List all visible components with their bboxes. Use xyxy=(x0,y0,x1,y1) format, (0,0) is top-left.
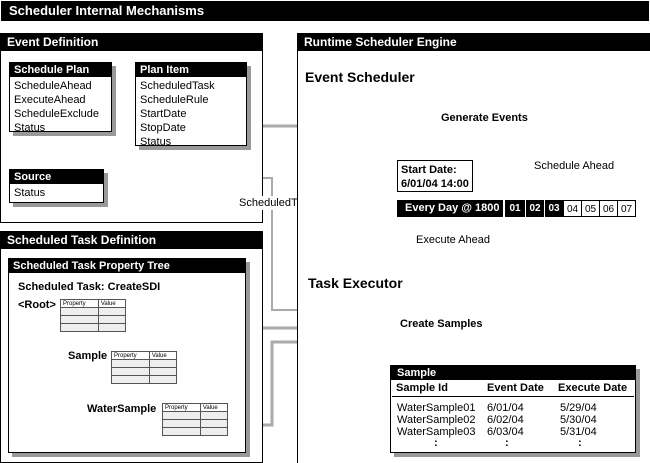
property-col: Property xyxy=(61,300,99,308)
column-header-sample-id: Sample Id xyxy=(396,381,448,395)
column-header-event-date: Event Date xyxy=(487,381,544,395)
source-field: Status xyxy=(14,186,103,200)
runtime-engine-header: Runtime Scheduler Engine xyxy=(298,34,650,51)
schedule-plan-box: Schedule Plan ScheduleAhead ExecuteAhead… xyxy=(9,62,112,132)
day-cell-05: 05 xyxy=(581,200,600,217)
schedule-plan-header: Schedule Plan xyxy=(10,63,111,77)
main-title: Scheduler Internal Mechanisms xyxy=(1,1,649,21)
day-cell-03: 03 xyxy=(544,200,563,217)
ellipsis: : xyxy=(578,436,582,450)
ellipsis: : xyxy=(505,436,509,450)
source-box: Source Status xyxy=(9,169,104,203)
start-date-label: Start Date: xyxy=(401,163,469,177)
every-day-cell: Every Day @ 1800 xyxy=(397,200,503,217)
day-cell-04: 04 xyxy=(563,200,582,217)
property-col: Property xyxy=(112,352,150,360)
ellipsis: : xyxy=(434,436,438,450)
day-cell-07: 07 xyxy=(617,200,636,217)
plan-item-field: StartDate xyxy=(140,107,246,121)
schedule-plan-field: ScheduleExclude xyxy=(14,107,111,121)
root-node: <Root> xyxy=(18,298,56,312)
property-col: Property xyxy=(163,404,201,412)
task-name: Scheduled Task: CreateSDI xyxy=(18,280,160,294)
schedule-ahead-label: Schedule Ahead xyxy=(532,159,616,173)
schedule-plan-field: ScheduleAhead xyxy=(14,79,111,93)
plan-item-field: ScheduleRule xyxy=(140,93,246,107)
event-definition-header: Event Definition xyxy=(1,34,262,51)
day-cell-02: 02 xyxy=(525,200,544,217)
source-header: Source xyxy=(10,170,103,184)
plan-item-field: StopDate xyxy=(140,121,246,135)
day-cell-01: 01 xyxy=(505,200,525,217)
sample-table-header: Sample xyxy=(391,366,635,380)
create-samples-label: Create Samples xyxy=(400,317,483,331)
value-col: Value xyxy=(149,352,176,360)
property-tree-header: Scheduled Task Property Tree xyxy=(9,259,245,273)
plan-item-header: Plan Item xyxy=(136,63,246,77)
plan-item-field: Status xyxy=(140,135,246,149)
sample-node: Sample xyxy=(68,349,107,363)
execute-ahead-label: Execute Ahead xyxy=(414,233,492,247)
task-executor-title: Task Executor xyxy=(308,275,403,291)
value-col: Value xyxy=(98,300,125,308)
event-scheduler-title: Event Scheduler xyxy=(305,69,415,85)
schedule-plan-field: ExecuteAhead xyxy=(14,93,111,107)
value-col: Value xyxy=(200,404,227,412)
generate-events-label: Generate Events xyxy=(441,111,528,125)
plan-item-field: ScheduledTask xyxy=(140,79,246,93)
start-date-box: Start Date: 6/01/04 14:00 xyxy=(397,160,473,192)
start-date-value: 6/01/04 14:00 xyxy=(401,177,469,191)
water-sample-node: WaterSample xyxy=(87,402,156,416)
scheduled-task-definition-header: Scheduled Task Definition xyxy=(1,232,262,249)
schedule-plan-field: Status xyxy=(14,121,111,135)
day-cell-06: 06 xyxy=(599,200,618,217)
plan-item-box: Plan Item ScheduledTask ScheduleRule Sta… xyxy=(135,62,247,146)
column-header-execute-date: Execute Date xyxy=(558,381,627,395)
